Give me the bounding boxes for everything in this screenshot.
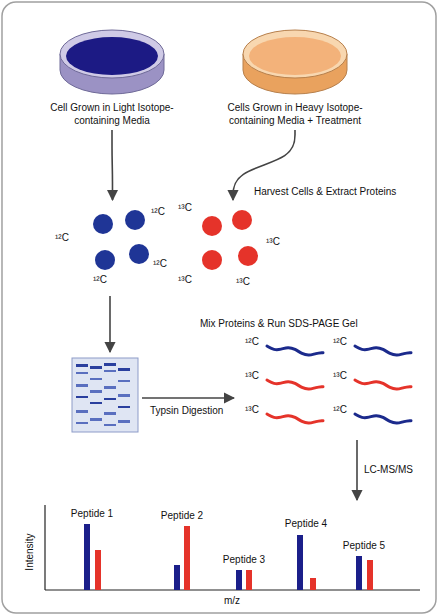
flow-arrow xyxy=(109,296,111,352)
peak-label: Peptide 5 xyxy=(343,540,385,552)
peak-label: Peptide 3 xyxy=(223,554,265,566)
peak-label: Peptide 4 xyxy=(285,518,327,530)
isotope-label: ¹³C xyxy=(333,370,347,383)
isotope-label: ¹²C xyxy=(153,258,167,271)
step-label: Typsin Digestion xyxy=(150,405,223,417)
axis-title: m/z xyxy=(224,595,240,607)
petri-dish xyxy=(220,20,370,100)
light-protein-group: ¹²C ¹²C ¹²C ¹²C xyxy=(55,202,170,290)
isotope-label: ¹³C xyxy=(245,370,259,383)
isotope-label: ¹³C xyxy=(178,274,192,287)
petri-dish xyxy=(47,20,177,100)
isotope-label: ¹²C xyxy=(55,232,69,245)
flow-arrow xyxy=(111,130,113,200)
light-culture-dish: Cell Grown in Light Isotope-containing M… xyxy=(47,20,177,127)
flow-arrow xyxy=(142,397,234,399)
isotope-label: ¹²C xyxy=(93,274,107,287)
peak-label: Peptide 1 xyxy=(71,508,113,520)
isotope-label: ¹³C xyxy=(178,202,192,215)
flow-arrow xyxy=(356,440,358,500)
isotope-label: ¹²C xyxy=(333,336,347,349)
node-illustration xyxy=(245,336,417,428)
sds-page-gel xyxy=(72,358,138,432)
isotope-label: ¹²C xyxy=(151,206,165,219)
dish-caption: Cell Grown in Light Isotope-containing M… xyxy=(47,102,177,127)
step-label: Mix Proteins & Run SDS-PAGE Gel xyxy=(200,318,358,330)
peak-label: Peptide 2 xyxy=(161,510,203,522)
ms-spectrum-chart xyxy=(45,505,420,590)
heavy-culture-dish: Cells Grown in Heavy Isotope-containing … xyxy=(220,20,370,127)
axis-title: Intensity xyxy=(24,533,36,570)
step-label: Harvest Cells & Extract Proteins xyxy=(254,186,396,198)
isotope-label: ¹³C xyxy=(245,404,259,417)
isotope-label: ¹²C xyxy=(333,404,347,417)
isotope-label: ¹²C xyxy=(245,336,259,349)
peptide-group: ¹²C ¹²C ¹³C ¹³C ¹³C ¹²C xyxy=(245,336,417,428)
dish-caption: Cells Grown in Heavy Isotope-containing … xyxy=(220,102,370,127)
isotope-label: ¹³C xyxy=(236,276,250,289)
heavy-protein-group: ¹³C ¹³C ¹³C ¹³C xyxy=(178,202,288,291)
step-label: LC-MS/MS xyxy=(364,464,413,476)
isotope-label: ¹³C xyxy=(266,236,280,249)
